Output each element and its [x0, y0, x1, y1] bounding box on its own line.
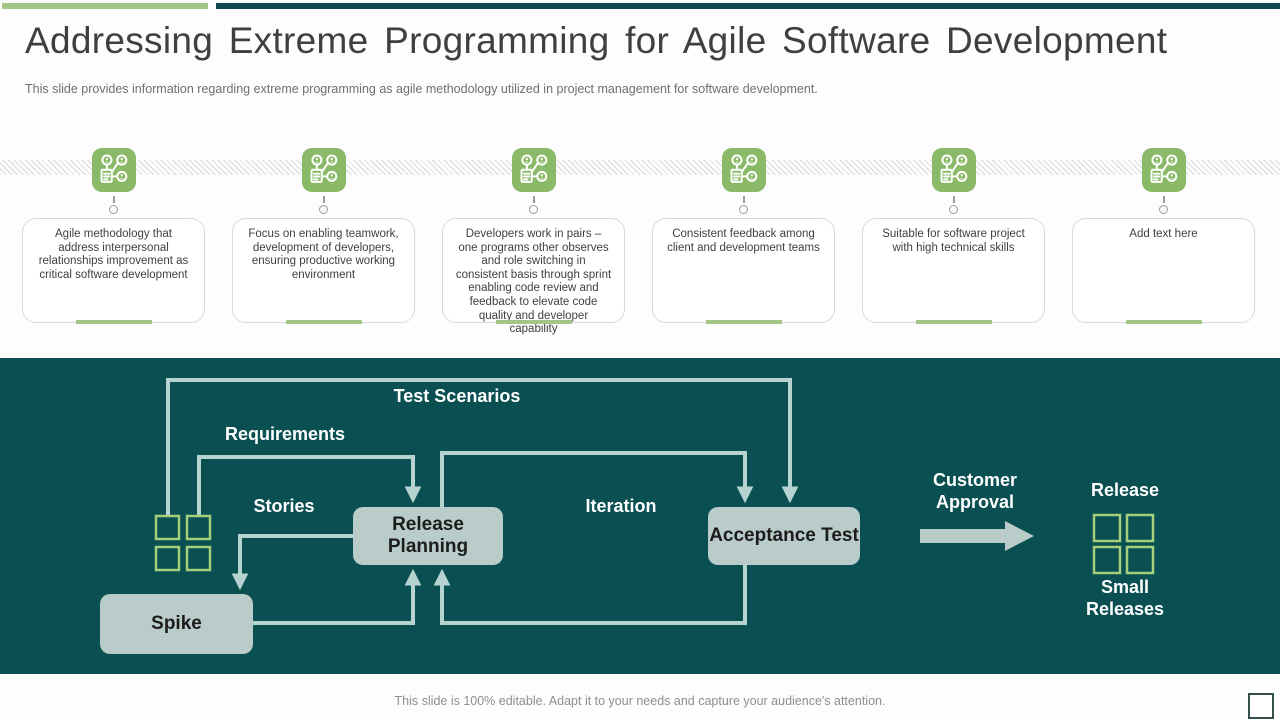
benefit-card-2: Focus on enabling teamwork, development …: [232, 218, 415, 324]
card-text: Add text here: [1129, 228, 1198, 240]
card-text: Focus on enabling teamwork, development …: [248, 228, 399, 281]
pin-circle: [739, 205, 748, 214]
benefit-card-row: Agile methodology that address interpers…: [0, 218, 1280, 335]
node-spike: Spike: [100, 594, 253, 654]
footer-note: This slide is 100% editable. Adapt it to…: [394, 694, 886, 708]
card-underline: [75, 320, 152, 324]
timeline-node-3: [442, 148, 625, 214]
label-iteration: Iteration: [585, 496, 657, 516]
benefit-card-4: Consistent feedback among client and dev…: [652, 218, 835, 324]
benefit-card-5: Suitable for software project with high …: [862, 218, 1045, 324]
team-network-icon: [931, 148, 976, 192]
pin-circle: [529, 205, 538, 214]
page-subtitle: This slide provides information regardin…: [25, 82, 818, 96]
card-underline: [495, 320, 572, 324]
pin-line: [952, 196, 955, 203]
top-bar-green: [2, 3, 208, 9]
team-network-icon: [1141, 148, 1186, 192]
benefit-card-1: Agile methodology that address interpers…: [22, 218, 205, 324]
pin-line: [322, 196, 325, 203]
pin-circle: [949, 205, 958, 214]
benefit-card-3: Developers work in pairs – one programs …: [442, 218, 625, 335]
label-test-scenarios: Test Scenarios: [393, 386, 521, 406]
label-release: Release: [1090, 480, 1160, 500]
label-customer-approval: Customer Approval: [932, 470, 1017, 512]
label-requirements: Requirements: [224, 424, 346, 444]
pin-line: [112, 196, 115, 203]
card-underline: [1125, 320, 1202, 324]
flow-lines-svg: [154, 378, 1155, 625]
pin-line: [532, 196, 535, 203]
card-underline: [705, 320, 782, 324]
pin-line: [1162, 196, 1165, 203]
node-acceptance-test: Acceptance Test: [708, 507, 860, 565]
xp-flow-diagram-panel: Test Scenarios Requirements Stories Iter…: [0, 358, 1280, 674]
node-release-planning: Release Planning: [353, 507, 503, 565]
top-bar-teal: [216, 3, 1280, 9]
timeline-icon-row: [0, 148, 1280, 214]
timeline-node-2: [232, 148, 415, 214]
team-network-icon: [721, 148, 766, 192]
pin-circle: [109, 205, 118, 214]
label-stories: Stories: [253, 496, 315, 516]
team-network-icon: [91, 148, 136, 192]
story-cards-squares: [154, 514, 212, 572]
card-text: Developers work in pairs – one programs …: [455, 228, 612, 336]
release-squares: [1092, 513, 1155, 575]
pin-line: [742, 196, 745, 203]
team-network-icon: [301, 148, 346, 192]
timeline-node-6: [1072, 148, 1255, 214]
card-text: Consistent feedback among client and dev…: [667, 228, 820, 254]
pin-circle: [1159, 205, 1168, 214]
card-text: Suitable for software project with high …: [882, 228, 1025, 254]
page-title: Addressing Extreme Programming for Agile…: [25, 20, 1168, 61]
timeline-node-5: [862, 148, 1045, 214]
timeline-node-4: [652, 148, 835, 214]
corner-placeholder-box: [1248, 693, 1274, 719]
team-network-icon: [511, 148, 556, 192]
card-underline: [285, 320, 362, 324]
card-underline: [915, 320, 992, 324]
pin-circle: [319, 205, 328, 214]
label-small-releases: Small Releases: [1085, 577, 1165, 619]
customer-approval-arrow: [920, 521, 1034, 551]
card-text: Agile methodology that address interpers…: [38, 228, 189, 281]
benefit-card-6-placeholder[interactable]: Add text here: [1072, 218, 1255, 324]
timeline-node-1: [22, 148, 205, 214]
